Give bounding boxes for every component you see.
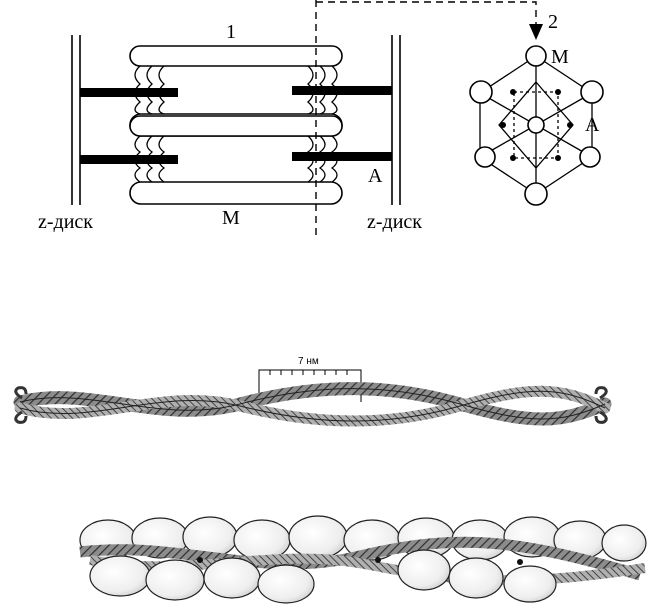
- label-1: 1: [226, 21, 236, 43]
- myosin-heads: [134, 65, 338, 183]
- label-2: 2: [548, 11, 558, 33]
- thick-filament-core: [178, 68, 292, 180]
- label-m-cross: M: [551, 46, 569, 68]
- z-disc-left: [71, 35, 81, 205]
- section-line: [315, 0, 537, 236]
- sarcomere-diagram: 1 M A z-диск z-диск: [38, 0, 543, 236]
- beads-front-row: [89, 549, 557, 604]
- thick-filament-lower: [129, 115, 343, 205]
- z-disc-left-label: z-диск: [38, 211, 93, 233]
- strand-ends: [14, 386, 608, 424]
- actin-dots: [500, 89, 573, 161]
- label-a-cross: A: [585, 114, 600, 136]
- twisted-strands: [13, 382, 612, 427]
- actin-bead-illustration: [79, 515, 647, 604]
- scale-label: 7 нм: [298, 356, 319, 367]
- section-arrow-head: [529, 24, 543, 40]
- myosin-circles: [469, 45, 604, 206]
- label-a-sarcomere: A: [368, 165, 383, 187]
- z-disc-right: [391, 35, 401, 205]
- z-disc-right-label: z-диск: [367, 211, 422, 233]
- cross-section-diagram: 2 M A: [469, 11, 604, 206]
- label-m-sarcomere: M: [222, 207, 240, 229]
- strand-marks: [197, 557, 523, 565]
- thin-filaments: [80, 86, 392, 164]
- thin-filament-illustration: 7 нм: [13, 356, 612, 427]
